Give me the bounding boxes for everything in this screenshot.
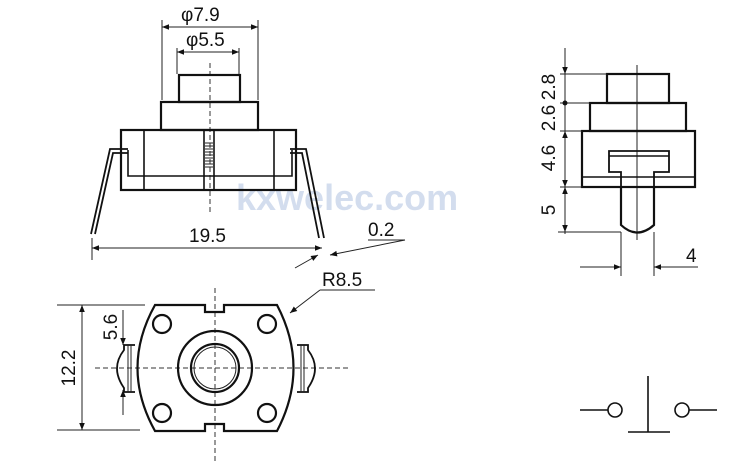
base-outline	[136, 303, 295, 433]
dim-button-diameter: φ5.5	[186, 30, 225, 51]
dim-button-height: 2.8	[539, 74, 560, 100]
front-view: φ7.9 φ5.5 19.5 0.2	[90, 5, 406, 269]
switch-body	[119, 128, 298, 192]
dim-height: 12.2	[59, 350, 80, 387]
bottom-view: 12.2 5.6 R8.5	[57, 270, 375, 463]
dim-body-height: 4.6	[539, 145, 560, 171]
dim-stem-length: 5	[539, 205, 560, 216]
dim-tab-height: 5.6	[101, 314, 122, 340]
side-view: 2.8 2.6 4.6 5 4	[539, 48, 698, 276]
stem	[619, 187, 656, 234]
switch-symbol	[580, 376, 717, 433]
right-pin	[290, 148, 325, 239]
dim-radius: R8.5	[322, 270, 362, 291]
dim-pin-thickness: 0.2	[368, 220, 394, 241]
dim-outer-diameter: φ7.9	[181, 5, 220, 26]
dim-stem-width: 4	[686, 246, 697, 267]
watermark: kxwelec.com	[236, 177, 458, 218]
dim-pin-span: 19.5	[189, 226, 226, 247]
dim-cap-height: 2.6	[539, 105, 560, 131]
left-pin	[90, 148, 128, 235]
